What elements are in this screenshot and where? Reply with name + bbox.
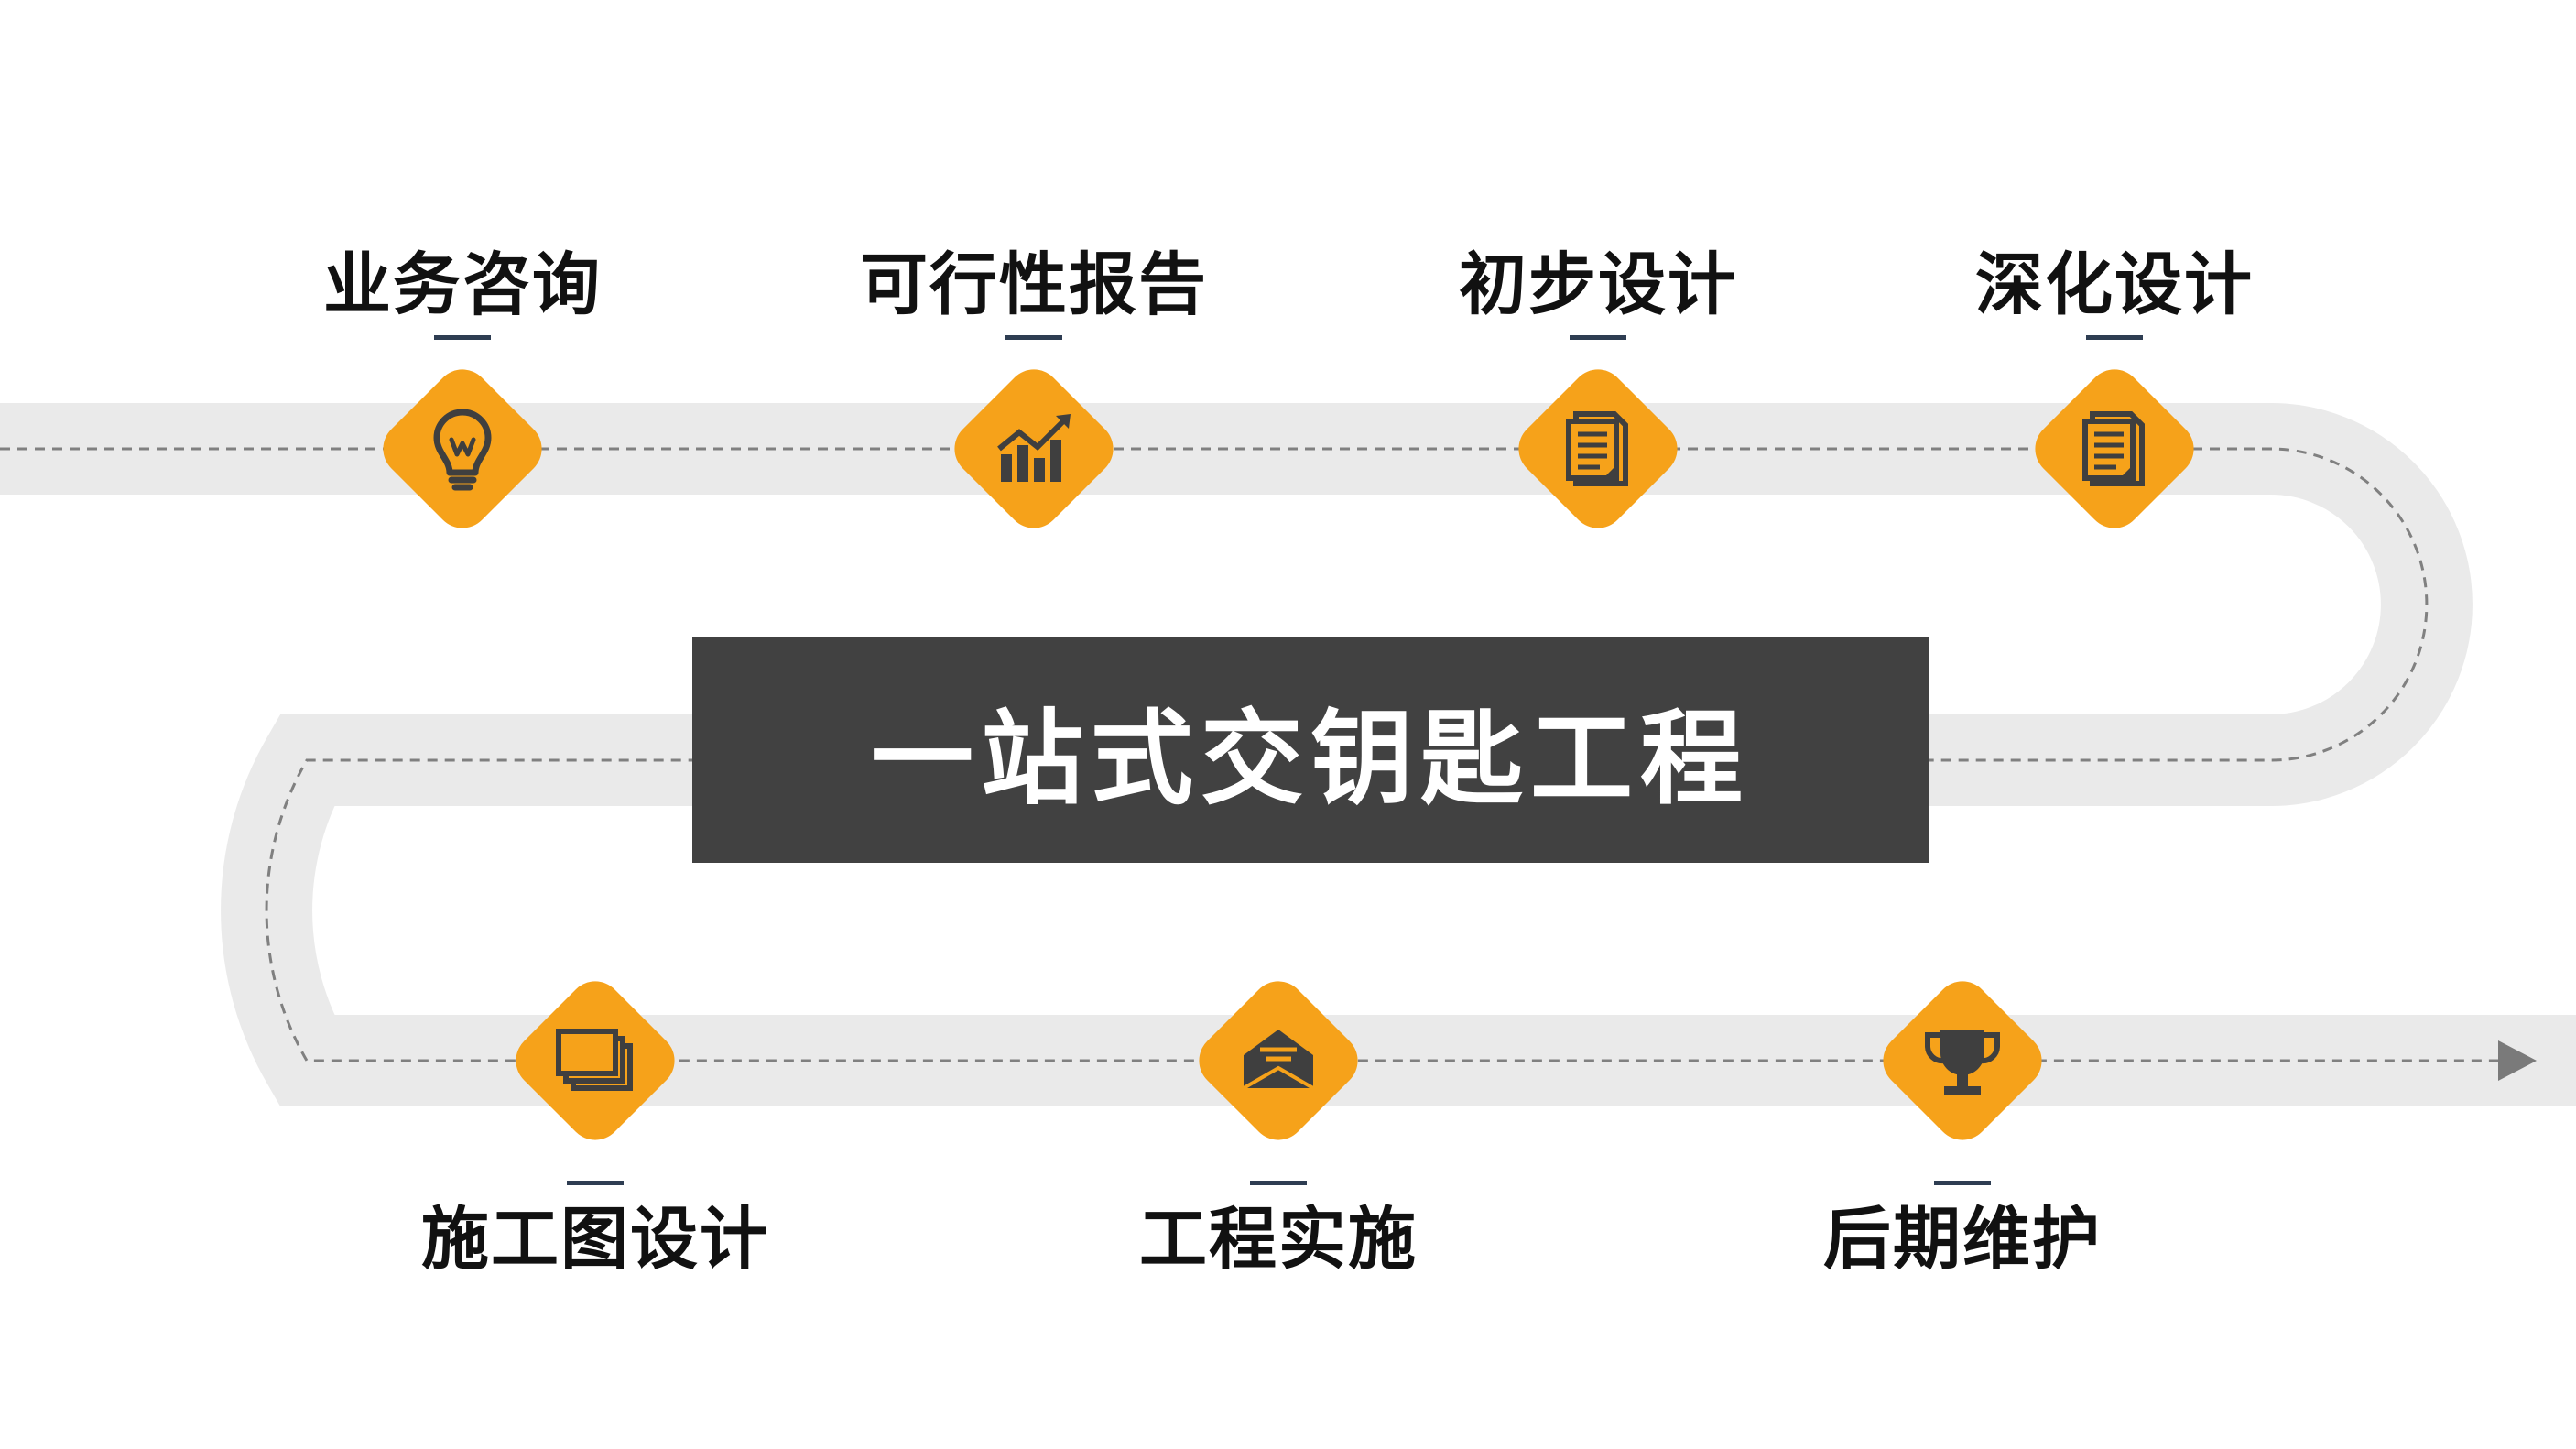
- diagram-title: 一站式交钥匙工程: [871, 700, 1750, 819]
- stacked-pages-icon: [556, 1029, 633, 1091]
- trophy-icon: [1924, 1030, 2001, 1095]
- step-label-4: 深化设计: [1975, 245, 2254, 324]
- step-label-1: 业务咨询: [323, 245, 602, 324]
- step-tick-1: [434, 335, 491, 340]
- step-tick-3: [1570, 335, 1626, 340]
- step-tick-2: [1005, 335, 1062, 340]
- road-band: [0, 403, 2576, 1106]
- step-label-3: 初步设计: [1459, 245, 1737, 324]
- document-icon: [1566, 411, 1628, 486]
- title-banner: 一站式交钥匙工程: [692, 637, 1929, 863]
- step-badge-2: [954, 369, 1114, 528]
- step-label-5: 施工图设计: [421, 1200, 769, 1279]
- step-label-7: 后期维护: [1823, 1200, 2102, 1279]
- step-tick-7: [1934, 1181, 1991, 1185]
- growth-chart-icon: [997, 414, 1071, 482]
- lightbulb-icon: [433, 409, 492, 491]
- step-label-6: 工程实施: [1139, 1200, 1418, 1279]
- step-tick-5: [567, 1181, 624, 1185]
- step-label-2: 可行性报告: [860, 245, 1208, 324]
- step-tick-4: [2086, 335, 2143, 340]
- step-badge-1: [383, 369, 542, 528]
- step-tick-6: [1250, 1181, 1307, 1185]
- arrow-head-icon: [2498, 1040, 2537, 1081]
- document-icon: [2082, 411, 2145, 486]
- envelope-icon: [1242, 1030, 1315, 1090]
